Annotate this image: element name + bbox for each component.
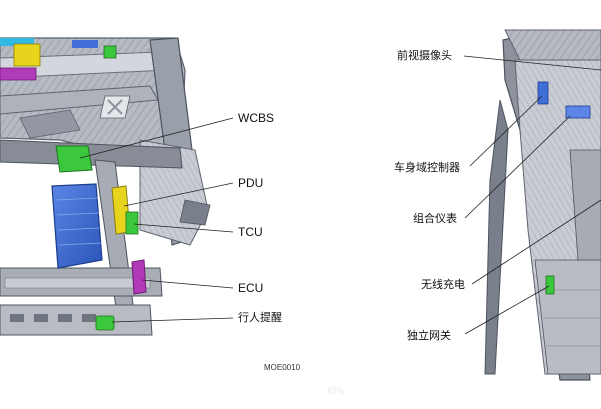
pedestrian-alert-module bbox=[95, 315, 115, 331]
battery-ribs bbox=[55, 197, 102, 246]
page-label: 87% bbox=[327, 386, 346, 396]
label-front-camera: 前视摄像头 bbox=[397, 49, 452, 62]
label-instrument-cluster: 组合仪表 bbox=[413, 212, 457, 225]
frame-bar-upper bbox=[0, 139, 183, 169]
left-vehicle-view bbox=[0, 37, 234, 336]
label-pedestrian-alert: 行人提醒 bbox=[238, 311, 282, 324]
roof-rail bbox=[504, 29, 601, 61]
body-domain-controller-module bbox=[537, 81, 549, 105]
center-console bbox=[569, 149, 601, 261]
bracket bbox=[19, 109, 81, 139]
mount-bracket bbox=[179, 199, 211, 226]
label-standalone-gateway: 独立网关 bbox=[407, 329, 451, 342]
door-frame bbox=[484, 99, 509, 375]
x-mark bbox=[107, 99, 123, 115]
ecu-module bbox=[131, 259, 147, 295]
standalone-gateway-module bbox=[545, 275, 555, 295]
label-ecu: ECU bbox=[238, 281, 264, 295]
magenta-module-top bbox=[0, 67, 37, 81]
left-leader-lines bbox=[79, 117, 234, 323]
tcu-module bbox=[125, 211, 139, 235]
label-wcbs: WCBS bbox=[238, 111, 274, 125]
label-tcu: TCU bbox=[238, 225, 263, 239]
blue-module-top bbox=[72, 40, 98, 48]
label-wireless-charging: 无线充电 bbox=[421, 278, 465, 291]
wcbs-module bbox=[55, 145, 93, 173]
green-module-top bbox=[103, 45, 117, 59]
cyan-component bbox=[0, 38, 34, 46]
right-leader-lines bbox=[463, 55, 601, 335]
figure-code: MOE0010 bbox=[264, 363, 301, 372]
lower-frame-inner bbox=[4, 277, 151, 289]
bottom-frame-holes bbox=[10, 314, 96, 322]
label-body-domain-controller: 车身域控制器 bbox=[394, 161, 460, 174]
blue-battery-module bbox=[51, 183, 103, 269]
yellow-module-top bbox=[13, 43, 41, 67]
right-vehicle-view bbox=[463, 29, 601, 381]
instrument-cluster-module bbox=[565, 105, 591, 119]
label-pdu: PDU bbox=[238, 176, 264, 190]
